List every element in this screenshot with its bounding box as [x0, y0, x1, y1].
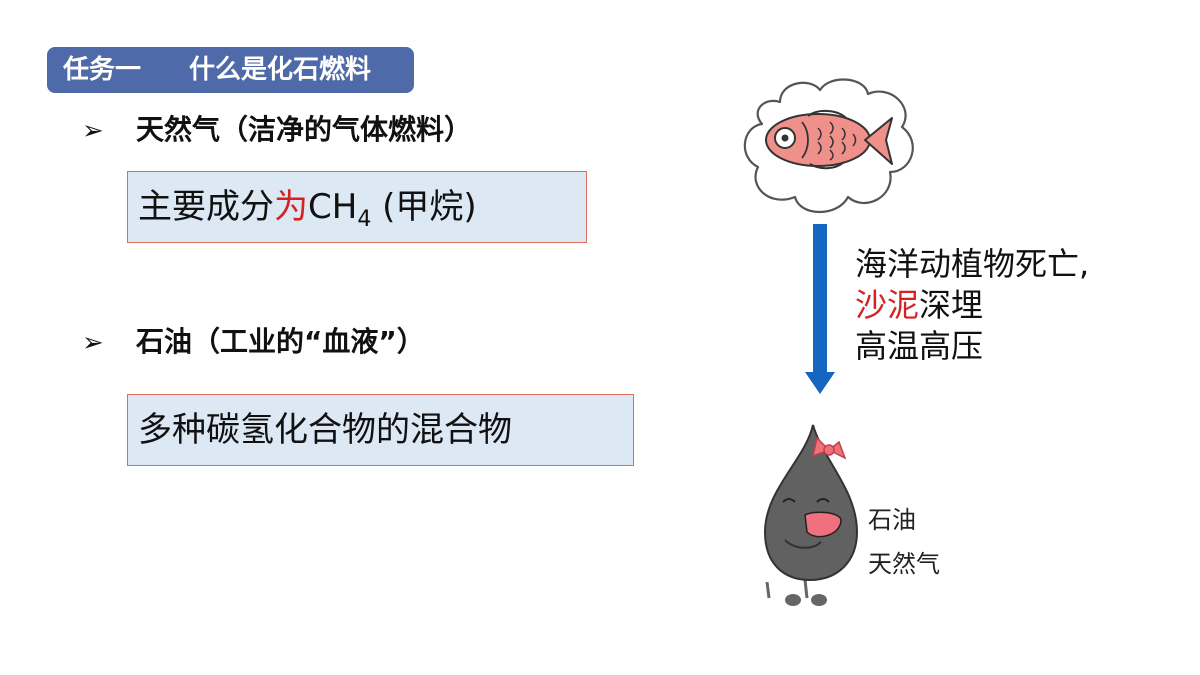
process-note: 海洋动植物死亡, 沙泥深埋 高温高压 — [855, 244, 1089, 367]
box-text-after: (甲烷) — [371, 187, 477, 227]
note-line-2-rest: 深埋 — [919, 286, 984, 324]
box-text: 主要成分 — [138, 187, 274, 227]
task-badge: 任务一 什么是化石燃料 — [47, 47, 414, 93]
oil-drop-icon — [763, 424, 859, 606]
oil-label: 石油 — [868, 506, 916, 534]
oil-drop-illustration — [763, 424, 859, 606]
bullet-text: 石油（工业的“血液”） — [136, 325, 425, 358]
note-line-2: 沙泥深埋 — [855, 285, 1089, 326]
note-line-3: 高温高压 — [855, 327, 984, 365]
formula-text: CH — [308, 187, 358, 227]
bullet-petroleum: ➢ 石油（工业的“血液”） — [82, 322, 425, 363]
box-text: 多种碳氢化合物的混合物 — [138, 410, 512, 450]
fish-icon — [765, 110, 893, 170]
task-title: 什么是化石燃料 — [189, 55, 372, 85]
note-line-1: 海洋动植物死亡, — [855, 245, 1090, 283]
process-arrow-icon — [805, 224, 835, 394]
bullet-natural-gas: ➢ 天然气（洁净的气体燃料） — [82, 110, 472, 151]
gas-label: 天然气 — [868, 550, 940, 578]
highlight-text: 为 — [274, 187, 308, 227]
task-number: 任务一 — [63, 55, 142, 85]
gas-composition-box: 主要成分为CH4 (甲烷) — [127, 171, 587, 243]
bullet-text: 天然气（洁净的气体燃料） — [136, 113, 473, 146]
note-highlight: 沙泥 — [855, 286, 920, 324]
fish-cloud-illustration — [743, 78, 914, 213]
bullet-arrow-icon: ➢ — [82, 116, 104, 146]
bullet-arrow-icon: ➢ — [82, 328, 104, 358]
oil-composition-box: 多种碳氢化合物的混合物 — [127, 394, 634, 466]
formula-subscript: 4 — [357, 206, 372, 232]
